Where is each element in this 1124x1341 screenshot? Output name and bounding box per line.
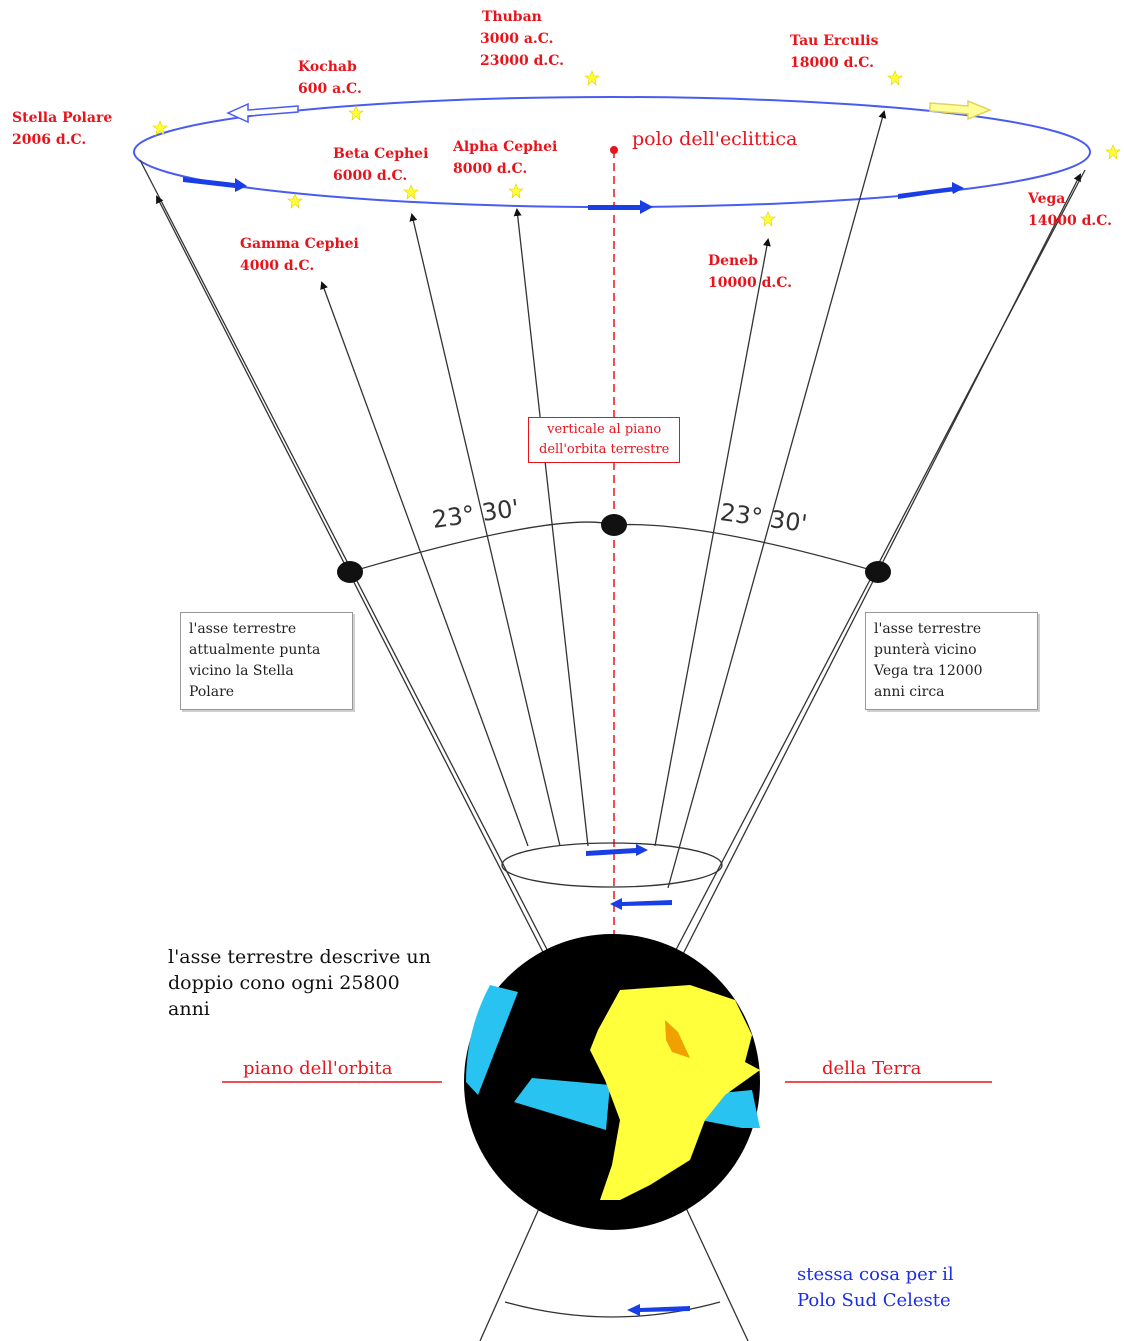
star-label-kochab: Kochab 600 a.C. (298, 59, 362, 97)
double-cone-text: l'asse terrestre descrive un doppio cono… (168, 946, 431, 1020)
star-icon (508, 183, 524, 199)
current-axis-box: l'asse terrestre attualmente punta vicin… (180, 612, 353, 710)
star-icon (403, 184, 419, 200)
pole-dot-icon (337, 561, 363, 583)
pole-dot-icon (865, 561, 891, 583)
star-label-tau-erculis: Tau Erculis 18000 d.C. (790, 33, 879, 71)
outer-cone (139, 159, 1086, 966)
star-icon (760, 211, 776, 227)
star-label-deneb: Deneb 10000 d.C. (708, 253, 793, 291)
star-label-gamma-cephei: Gamma Cephei 4000 d.C. (240, 236, 359, 274)
direction-arrow-icon (226, 102, 299, 124)
ecliptic-pole-label: polo dell'eclittica (632, 128, 798, 150)
vertical-label-box: verticale al piano dell'orbita terrestre (528, 417, 681, 463)
star-icon (152, 120, 168, 136)
direction-arrow-icon (929, 99, 992, 121)
ecliptic-pole-dot (610, 146, 618, 154)
star-label-alpha-cephei: Alpha Cephei 8000 d.C. (453, 139, 558, 177)
star-icon (584, 70, 600, 86)
lower-cone (479, 1194, 749, 1341)
star-icon (1105, 144, 1121, 160)
direction-arrow-icon (183, 177, 964, 1316)
future-axis-box: l'asse terrestre punterà vicino Vega tra… (865, 612, 1038, 710)
star-icon (287, 193, 303, 209)
star-label-thuban: Thuban 3000 a.C. 23000 d.C. (480, 9, 565, 69)
orbit-plane-label-left: piano dell'orbita (243, 1058, 393, 1079)
star-icon (348, 105, 364, 121)
small-cone-ellipse (501, 842, 723, 888)
orbit-plane-label-right: della Terra (822, 1058, 922, 1079)
earth-globe-icon (464, 934, 760, 1230)
star-label-beta-cephei: Beta Cephei 6000 d.C. (333, 146, 429, 184)
pole-dot-icon (601, 514, 627, 536)
south-pole-label: stessa cosa per il Polo Sud Celeste (797, 1264, 954, 1311)
star-icon (887, 70, 903, 86)
star-label-stella-polare: Stella Polare 2006 d.C. (12, 110, 113, 148)
stars (152, 70, 1121, 227)
star-label-vega: Vega 14000 d.C. (1028, 191, 1113, 229)
